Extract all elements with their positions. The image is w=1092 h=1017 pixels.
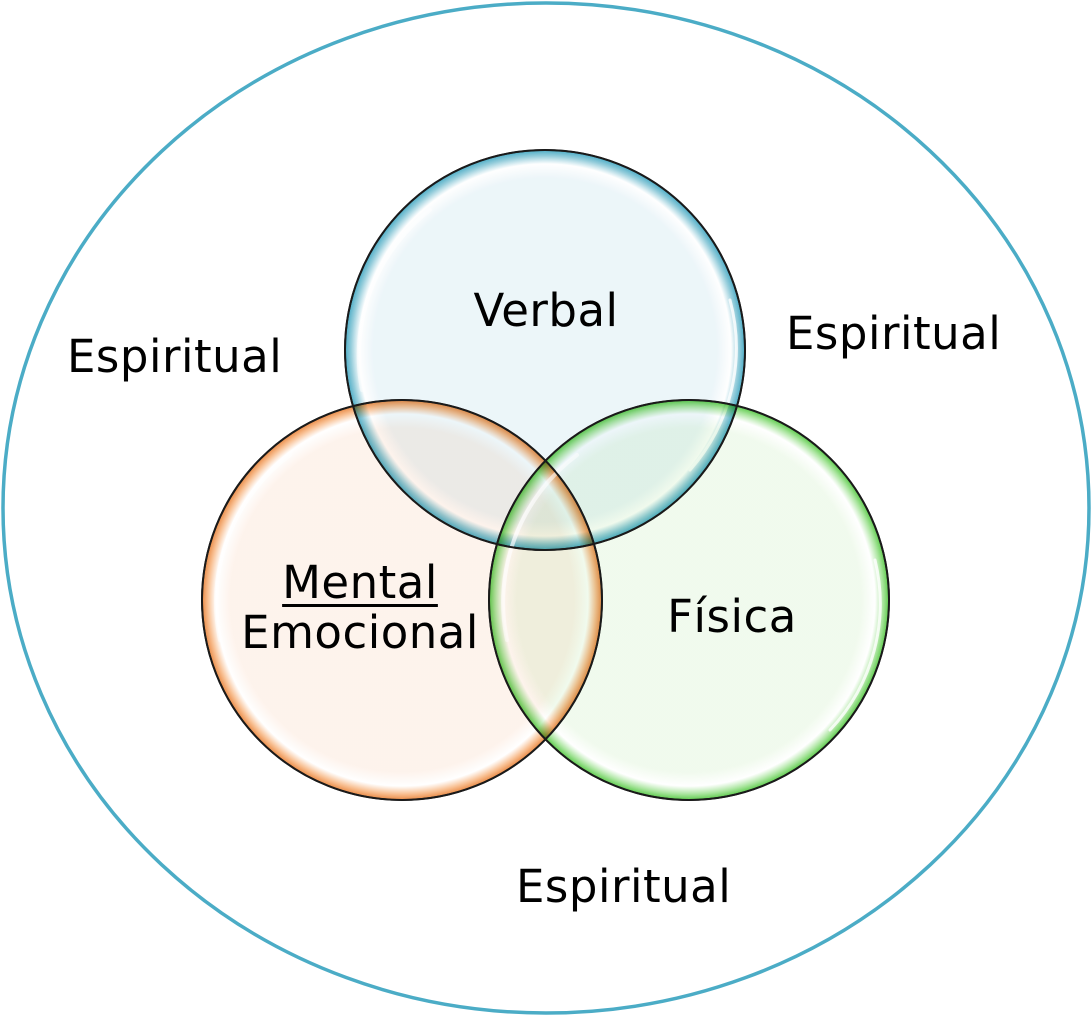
set-label-verbal: Verbal [473,284,619,337]
spiritual-label-bottom: Espiritual [516,860,732,913]
highlight-arc [828,558,882,732]
circle-outlines [201,149,890,801]
set-label-mental: Mental [282,556,438,609]
set-label-emocional: Emocional [241,605,479,659]
set-label-fisica: Física [667,590,797,643]
highlight-arc [214,453,292,642]
spiritual-label-right: Espiritual [786,307,1002,360]
spiritual-label-left: Espiritual [67,330,283,383]
highlight-arc [356,208,432,392]
set-label-mental-emocional: Mental Emocional [241,558,479,657]
